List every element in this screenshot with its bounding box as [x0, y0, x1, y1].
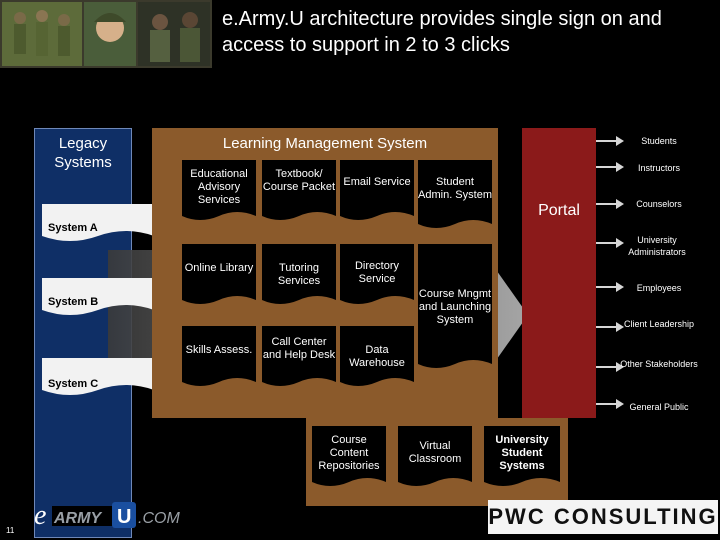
- system-a-doc: System A: [42, 204, 154, 244]
- component-label: Educational Advisory Services: [190, 168, 248, 206]
- lms-component: Textbook/ Course Packet: [262, 160, 336, 226]
- lms-component: Skills Assess.: [182, 326, 256, 392]
- arrow-to-instructors: [596, 162, 624, 172]
- lms-component: Directory Service: [340, 244, 414, 310]
- slide-title: e.Army.U architecture provides single si…: [222, 8, 662, 56]
- svg-text:.COM: .COM: [138, 510, 180, 527]
- arrow-to-client-leadership: [596, 322, 624, 332]
- component-label: Student Admin. System: [418, 176, 492, 201]
- arrow-to-university-administrators: [596, 238, 624, 248]
- component-label: Online Library: [184, 262, 254, 274]
- component-label: Textbook/ Course Packet: [262, 168, 336, 193]
- arrow-to-counselors: [596, 199, 624, 209]
- lms-component: Educational Advisory Services: [182, 160, 256, 226]
- component-label: Call Center and Help Desk: [262, 336, 336, 361]
- lms-component: Data Warehouse: [340, 326, 414, 392]
- svg-text:U: U: [117, 506, 131, 528]
- svg-text:ARMY: ARMY: [53, 510, 102, 527]
- system-a-label: System A: [48, 222, 98, 234]
- page-number: 11: [6, 526, 15, 535]
- component-label: Course Mngmt and Launching System: [418, 288, 492, 326]
- stakeholder-other-stakeholders: Other Stakeholders: [620, 359, 698, 369]
- component-label: Virtual Classroom: [408, 440, 462, 465]
- document-shape-icon: [42, 278, 154, 315]
- stakeholder-counselors: Counselors: [636, 199, 682, 209]
- stakeholder-employees: Employees: [636, 283, 682, 293]
- stakeholder-university-administrators: University Administrators: [628, 235, 686, 257]
- stakeholder-instructors: Instructors: [637, 163, 680, 173]
- stakeholder-general-public: General Public: [629, 402, 689, 412]
- portal-panel: [522, 128, 596, 418]
- document-shape-icon: [42, 358, 154, 395]
- arrow-to-students: [596, 136, 624, 146]
- component-label: Directory Service: [354, 260, 399, 285]
- stakeholder-client-leadership: Client Leadership: [623, 319, 695, 329]
- lms-component: University Student Systems: [484, 426, 560, 492]
- component-label: Course Content Repositories: [318, 434, 380, 472]
- arrow-to-general-public: [596, 399, 624, 409]
- system-b-doc: System B: [42, 278, 154, 318]
- lms-component: Online Library: [182, 244, 256, 310]
- lms-component: Email Service: [340, 160, 414, 226]
- svg-text:e: e: [34, 500, 46, 531]
- lms-component: Course Mngmt and Launching System: [418, 244, 492, 374]
- lms-component: Student Admin. System: [418, 160, 492, 234]
- earmyu-logo: e ARMY U .COM: [34, 498, 204, 532]
- legacy-systems-title: Legacy Systems: [54, 135, 112, 171]
- component-label: Email Service: [343, 176, 411, 188]
- system-b-label: System B: [48, 296, 99, 308]
- component-label: Tutoring Services: [277, 262, 321, 287]
- stakeholder-students: Students: [641, 136, 677, 146]
- lms-component: Call Center and Help Desk: [262, 326, 336, 392]
- pwc-consulting-brand: PWC CONSULTING: [488, 500, 718, 534]
- component-label: Skills Assess.: [185, 344, 253, 356]
- lms-component: Tutoring Services: [262, 244, 336, 310]
- system-c-doc: System C: [42, 358, 154, 398]
- lms-title: Learning Management System: [222, 135, 428, 152]
- component-label: University Student Systems: [495, 434, 549, 472]
- portal-label: Portal: [538, 202, 580, 219]
- system-c-label: System C: [48, 378, 99, 390]
- arrow-to-other-stakeholders: [596, 362, 624, 372]
- component-label: Data Warehouse: [349, 344, 405, 369]
- lms-component: Course Content Repositories: [312, 426, 386, 492]
- soldier-photos: [0, 0, 212, 68]
- document-shape-icon: [42, 204, 154, 241]
- arrow-to-employees: [596, 282, 624, 292]
- lms-component: Virtual Classroom: [398, 426, 472, 492]
